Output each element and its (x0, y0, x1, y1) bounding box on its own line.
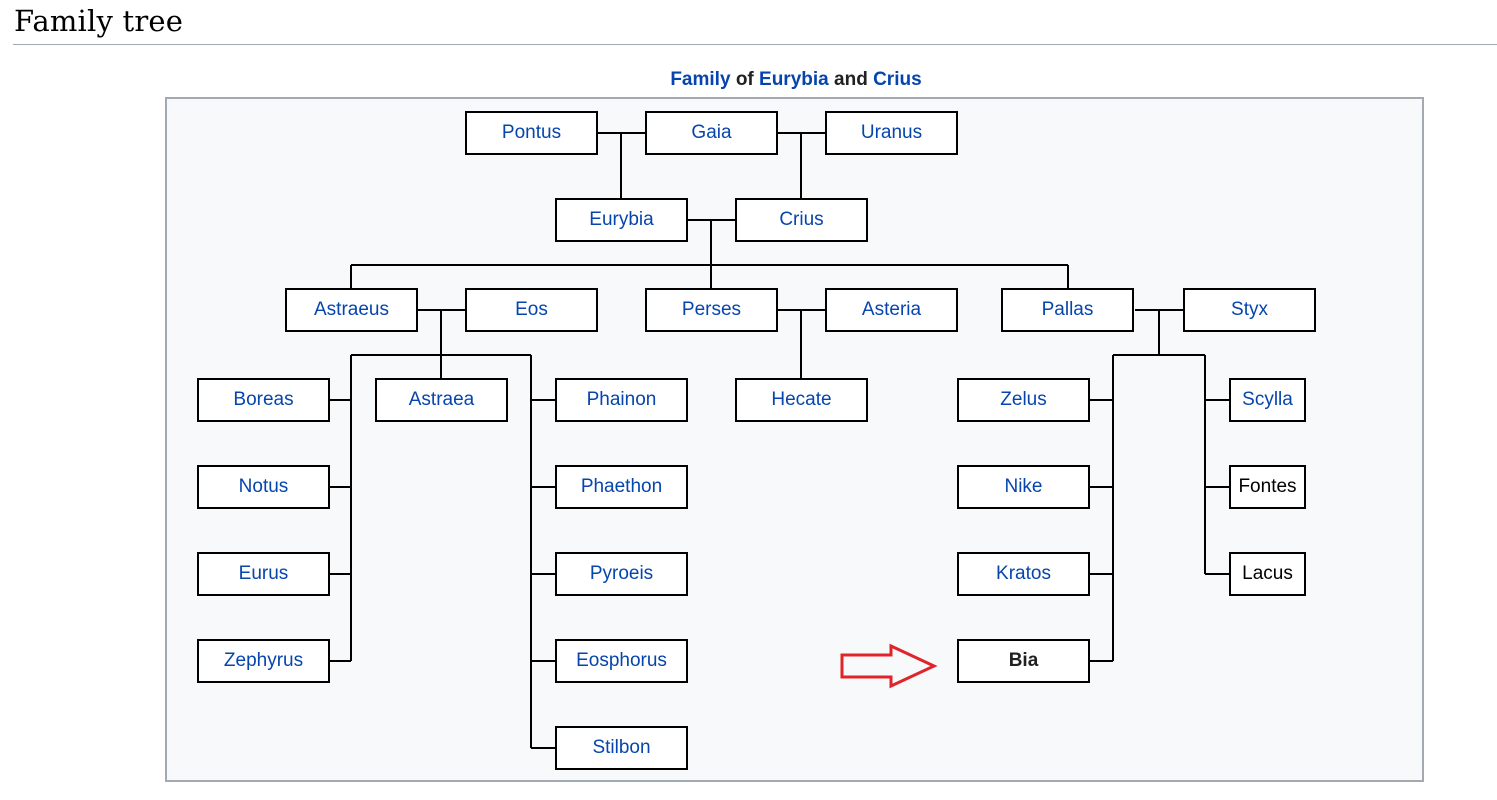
node-scylla[interactable]: Scylla (1229, 378, 1306, 422)
node-astraea[interactable]: Astraea (375, 378, 508, 422)
section-heading: Family tree (14, 4, 184, 38)
node-bia: Bia (957, 639, 1090, 683)
node-crius[interactable]: Crius (735, 198, 868, 242)
node-eosphorus[interactable]: Eosphorus (555, 639, 688, 683)
node-phainon[interactable]: Phainon (555, 378, 688, 422)
node-stilbon[interactable]: Stilbon (555, 726, 688, 770)
node-notus[interactable]: Notus (197, 465, 330, 509)
node-zelus[interactable]: Zelus (957, 378, 1090, 422)
node-zephyrus[interactable]: Zephyrus (197, 639, 330, 683)
node-asteria[interactable]: Asteria (825, 288, 958, 332)
node-eurybia[interactable]: Eurybia (555, 198, 688, 242)
node-astraeus[interactable]: Astraeus (285, 288, 418, 332)
node-pontus[interactable]: Pontus (465, 111, 598, 155)
node-styx[interactable]: Styx (1183, 288, 1316, 332)
node-phaethon[interactable]: Phaethon (555, 465, 688, 509)
red-arrow-icon (840, 643, 938, 689)
caption-eurybia-link[interactable]: Eurybia (759, 69, 829, 90)
heading-divider (13, 44, 1497, 45)
node-pallas[interactable]: Pallas (1001, 288, 1134, 332)
caption-family-link[interactable]: Family (670, 69, 731, 90)
node-lacus: Lacus (1229, 552, 1306, 596)
node-eurus[interactable]: Eurus (197, 552, 330, 596)
node-hecate[interactable]: Hecate (735, 378, 868, 422)
caption-and: and (834, 69, 868, 90)
node-perses[interactable]: Perses (645, 288, 778, 332)
node-pyroeis[interactable]: Pyroeis (555, 552, 688, 596)
node-eos[interactable]: Eos (465, 288, 598, 332)
node-uranus[interactable]: Uranus (825, 111, 958, 155)
caption-of: of (735, 69, 754, 90)
node-gaia[interactable]: Gaia (645, 111, 778, 155)
node-boreas[interactable]: Boreas (197, 378, 330, 422)
tree-caption: Family of Eurybia and Crius (0, 69, 1497, 91)
node-kratos[interactable]: Kratos (957, 552, 1090, 596)
caption-crius-link[interactable]: Crius (873, 69, 922, 90)
node-fontes: Fontes (1229, 465, 1306, 509)
node-nike[interactable]: Nike (957, 465, 1090, 509)
